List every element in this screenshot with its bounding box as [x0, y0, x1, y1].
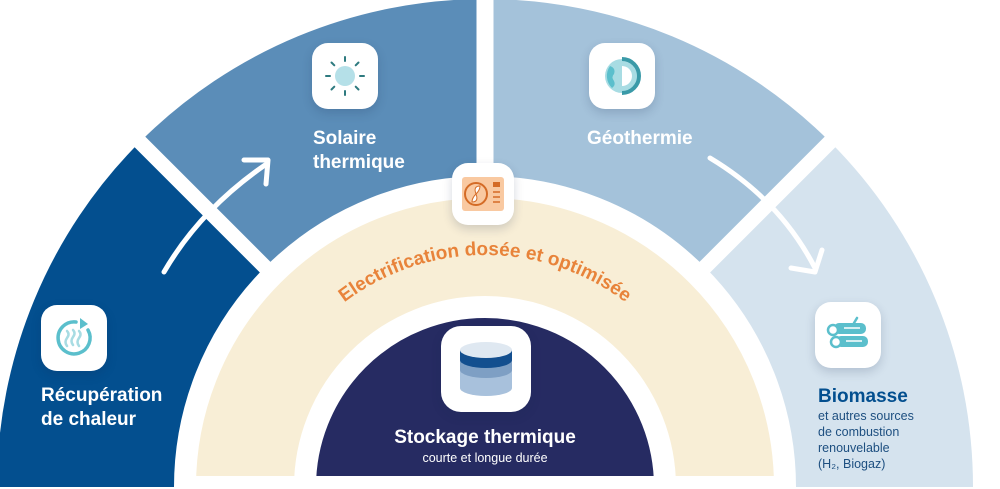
logs-icon	[826, 316, 868, 349]
earth-icon-box	[589, 43, 655, 109]
heat-recovery-icon	[56, 318, 92, 356]
geothermie-title-line-1: Géothermie	[587, 128, 693, 149]
recuperation-title-line-2: de chaleur	[41, 409, 137, 430]
heat-pump-icon	[462, 177, 504, 211]
solaire-title-line-1: Solaire	[313, 128, 377, 149]
biomasse-subtitle-line-2: de combustion	[818, 425, 900, 439]
logs-icon-box	[815, 302, 881, 368]
biomasse-subtitle-line-1: et autres sources	[818, 409, 914, 423]
arrowhead-down-right	[788, 247, 825, 275]
solaire-title-line-2: thermique	[313, 152, 405, 173]
stockage-subtitle: courte et longue durée	[422, 451, 548, 465]
arrow-recuperation-to-solaire	[161, 162, 268, 275]
storage-tank-icon	[460, 342, 512, 396]
arrowhead-up-right	[241, 157, 271, 187]
stockage-title: Stockage thermique	[394, 427, 576, 448]
biomasse-subtitle-line-3: renouvelable	[818, 441, 890, 455]
biomasse-subtitle-line-4: (H₂, Biogaz)	[818, 457, 886, 471]
biomasse-title: Biomasse	[818, 385, 908, 409]
heat-recovery-icon-box	[41, 305, 107, 371]
earth-icon	[605, 57, 641, 95]
recuperation-title: Récupération de chaleur	[41, 384, 162, 432]
sun-icon-box	[312, 43, 378, 109]
recuperation-title-line-1: Récupération	[41, 385, 163, 406]
biomasse-subtitle: et autres sources de combustion renouvel…	[818, 408, 914, 472]
storage-tank-icon-box	[441, 326, 531, 412]
arrow-geothermie-to-biomasse	[707, 155, 818, 271]
biomasse-title-line-1: Biomasse	[818, 386, 908, 407]
geothermie-title: Géothermie	[587, 127, 693, 151]
heat-pump-icon-box	[452, 163, 514, 225]
sun-icon	[325, 56, 365, 96]
solaire-title: Solaire thermique	[313, 127, 405, 175]
